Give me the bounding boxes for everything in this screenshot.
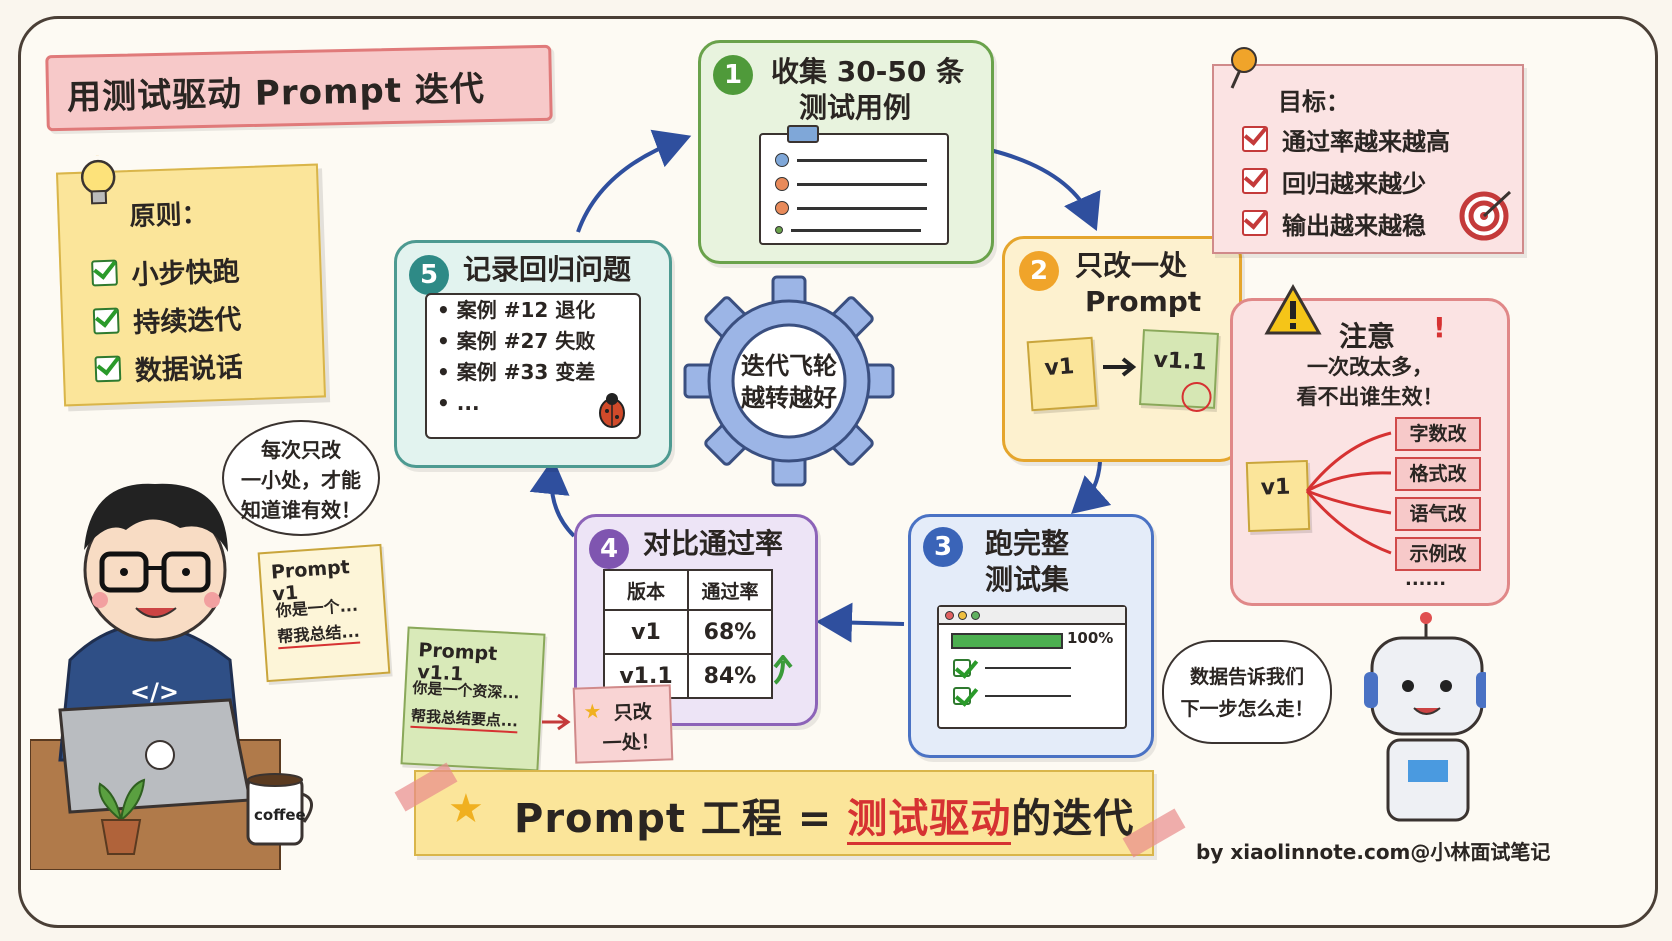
step-5-card: 5 记录回归问题 • 案例 #12 退化 • 案例 #27 失败 • 案例 #3… <box>394 240 672 468</box>
table-header: 版本 <box>603 569 689 611</box>
arrow-2-to-3 <box>1071 461 1112 514</box>
attention-line1: 一次改太多， <box>1307 355 1433 379</box>
step-4-number: 4 <box>589 529 629 569</box>
v1-note: v1 <box>1245 459 1311 533</box>
step-1-title-line2: 测试用例 <box>799 91 912 124</box>
lightbulb-icon <box>80 154 116 205</box>
step-4-card: 4 对比通过率 版本 通过率 v1 68% v1.1 84% <box>574 514 818 726</box>
robot-illustration <box>1364 612 1486 822</box>
step-2-number: 2 <box>1019 251 1059 291</box>
goals-note: 目标： 通过率越来越高 回归越来越少 输出越来越稳 <box>1212 47 1524 254</box>
warning-icon <box>1264 283 1322 335</box>
clipboard-icon <box>759 125 949 245</box>
bottom-banner-text: Prompt 工程 = 测试驱动的迭代 <box>514 786 1134 845</box>
step-3-card: 3 跑完整 测试集 100% <box>908 514 1154 758</box>
list-item: • 案例 #33 变差 <box>437 360 596 384</box>
change-item: 语气改 <box>1395 497 1481 531</box>
gear-icon <box>683 275 895 487</box>
arrow-right-icon <box>542 713 571 731</box>
progress-bar <box>951 633 1063 649</box>
flywheel-gear: 迭代飞轮 越转越好 <box>680 272 898 490</box>
arrow-4-to-5 <box>529 458 576 538</box>
attention-line2: 看不出谁生效！ <box>1296 385 1444 409</box>
checkbox-icon <box>953 659 971 677</box>
arrow-right-icon <box>1103 357 1137 377</box>
checkbox-icon <box>1242 210 1268 236</box>
table-header: 通过率 <box>687 569 773 611</box>
step-5-number: 5 <box>409 255 449 295</box>
coffee-mug: coffee <box>246 773 313 846</box>
change-item: 字数改 <box>1395 417 1481 451</box>
step-1-title-line1: 收集 30-50 条 <box>771 55 965 88</box>
v1-1-note: v1.1 <box>1139 329 1219 413</box>
developer-illustration: </> <box>30 483 281 870</box>
step-1-card: 1 收集 30-50 条 测试用例 <box>698 40 994 264</box>
mug-label: coffee <box>254 806 306 824</box>
step-2-title-line1: 只改一处 <box>1075 249 1188 282</box>
table-cell: v1 <box>603 609 689 655</box>
table-cell: 68% <box>687 609 773 655</box>
branch-arrows <box>1305 431 1392 555</box>
list-item: • 案例 #27 失败 <box>437 329 596 353</box>
table-header-row: 版本 通过率 <box>603 569 773 611</box>
target-icon <box>1459 190 1512 241</box>
person-speech-bubble: 每次只改 一小处，才能 知道谁有效！ <box>222 420 380 536</box>
bug-icon <box>599 393 625 428</box>
step-3-number: 3 <box>923 527 963 567</box>
checkbox-icon <box>953 687 971 705</box>
checkbox-icon <box>1242 126 1268 152</box>
goals-heading: 目标： <box>1278 88 1350 116</box>
robot-speech-bubble: 数据告诉我们 下一步怎么走！ <box>1162 640 1332 744</box>
change-item: 示例改 <box>1395 537 1481 571</box>
principles-note: 原则： 小步快跑 持续迭代 数据说话 <box>55 154 327 407</box>
goal-item: 输出越来越稳 <box>1242 202 1450 244</box>
more-dots: ...... <box>1405 569 1447 590</box>
goal-item: 回归越来越少 <box>1242 160 1450 202</box>
step-5-title: 记录回归问题 <box>463 253 632 286</box>
pushpin-icon <box>1230 47 1257 89</box>
checkbox-icon <box>1242 168 1268 194</box>
attention-heading: 注意 <box>1339 320 1396 353</box>
step-3-title-line1: 跑完整 <box>985 527 1070 560</box>
arrow-3-to-4 <box>816 602 905 643</box>
step-2-title-line2: Prompt <box>1085 285 1202 318</box>
progress-label: 100% <box>1067 629 1114 647</box>
attention-panel: 注意 ! 一次改太多， 看不出谁生效！ v1 字数改 格式改 语气改 示例改 .… <box>1230 283 1510 606</box>
table-row: v1 68% <box>603 609 773 655</box>
prompt-v1-note: Prompt v1 你是一个... 帮我总结... <box>257 543 391 683</box>
only-once-note: ★ 只改 一处！ <box>572 684 674 764</box>
change-item: 格式改 <box>1395 457 1481 491</box>
step-2-card: 2 只改一处 Prompt v1 v1.1 <box>1002 236 1242 462</box>
code-symbol: </> <box>130 678 179 706</box>
regression-list: • 案例 #12 退化 • 案例 #27 失败 • 案例 #33 变差 • ..… <box>425 293 641 439</box>
pass-rate-table: 版本 通过率 v1 68% v1.1 84% <box>603 569 773 699</box>
step-3-title-line2: 测试集 <box>985 563 1070 596</box>
bottom-banner: ★ Prompt 工程 = 测试驱动的迭代 <box>414 770 1154 856</box>
star-icon: ★ <box>583 698 602 724</box>
gear-label-line2: 越转越好 <box>741 384 837 412</box>
list-item: • 案例 #12 退化 <box>437 298 596 322</box>
list-item: • ... <box>437 391 480 415</box>
prompt-v1-1-note: Prompt v1.1 你是一个资深... 帮我总结要点... <box>400 626 546 772</box>
step-4-title: 对比通过率 <box>643 527 784 560</box>
arrow-5-to-1 <box>576 129 692 233</box>
goal-item: 通过率越来越高 <box>1242 118 1450 160</box>
exclaim-mark: ! <box>1433 311 1446 344</box>
gear-label-line1: 迭代飞轮 <box>741 352 837 380</box>
star-icon: ★ <box>448 786 484 832</box>
browser-window: 100% <box>937 605 1127 729</box>
footer-credit: by xiaolinnote.com@小林面试笔记 <box>1196 840 1551 864</box>
step-1-number: 1 <box>713 55 753 95</box>
arrow-1-to-2 <box>989 148 1101 231</box>
table-cell: 84% <box>687 653 773 699</box>
v1-note: v1 <box>1026 336 1098 412</box>
up-arrow-icon <box>773 655 793 685</box>
plant-icon <box>98 778 146 855</box>
